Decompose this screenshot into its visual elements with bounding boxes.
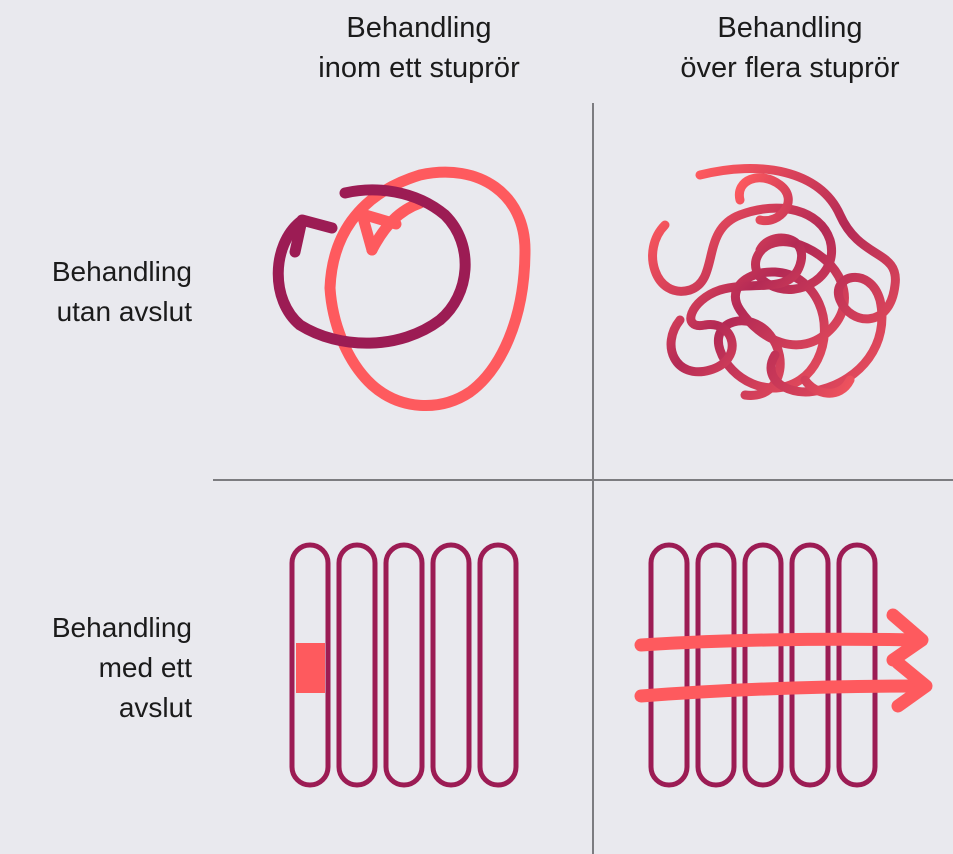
row-header-line3: avslut bbox=[118, 692, 192, 723]
pipe bbox=[648, 542, 690, 788]
scribble-path-3 bbox=[666, 233, 807, 377]
arrow-shaft-upper bbox=[634, 632, 925, 652]
highlight-segment bbox=[296, 643, 325, 693]
row-header-line1: Behandling bbox=[51, 612, 192, 643]
stuprör-cross-arrows-icon bbox=[634, 542, 933, 788]
column-header-across-stupror: Behandling över flera stuprör bbox=[630, 8, 950, 88]
pipe bbox=[836, 542, 878, 788]
column-header-within-stupror: Behandling inom ett stuprör bbox=[259, 8, 579, 88]
coral-loop bbox=[324, 166, 531, 412]
column-header-line2: inom ett stuprör bbox=[318, 52, 520, 84]
scribble-path-2 bbox=[695, 164, 900, 397]
column-header-line2: över flera stuprör bbox=[680, 52, 900, 84]
pipe bbox=[289, 542, 331, 788]
pipe bbox=[742, 542, 784, 788]
scribble-path-4 bbox=[734, 173, 855, 398]
scribble-path-1 bbox=[648, 203, 849, 400]
row-header-with-closure: Behandling med ett avslut bbox=[52, 608, 192, 728]
row-header-without-closure: Behandling utan avslut bbox=[52, 252, 192, 332]
row-header-line2: med ett bbox=[98, 652, 192, 683]
tangled-scribble-icon bbox=[648, 164, 900, 400]
row-header-line1: Behandling bbox=[51, 256, 192, 287]
pipe bbox=[477, 542, 519, 788]
dark-arrowhead bbox=[289, 214, 338, 258]
pipe bbox=[430, 542, 472, 788]
row-header-line2: utan avslut bbox=[56, 296, 192, 327]
arrow-shaft-lower bbox=[634, 679, 929, 703]
arrow-head-upper bbox=[886, 608, 929, 667]
column-header-line1: Behandling bbox=[346, 12, 492, 44]
column-header-line1: Behandling bbox=[717, 12, 863, 44]
stuprör-single-highlight-icon bbox=[289, 542, 519, 788]
dark-loop bbox=[272, 184, 471, 349]
pipe bbox=[336, 542, 378, 788]
arrow-head-lower bbox=[891, 656, 933, 713]
coral-arrow-tail bbox=[366, 197, 426, 256]
pipe bbox=[789, 542, 831, 788]
coral-arrowhead bbox=[356, 208, 402, 256]
pipe bbox=[695, 542, 737, 788]
circular-arrows-icon bbox=[272, 166, 531, 412]
pipe bbox=[383, 542, 425, 788]
